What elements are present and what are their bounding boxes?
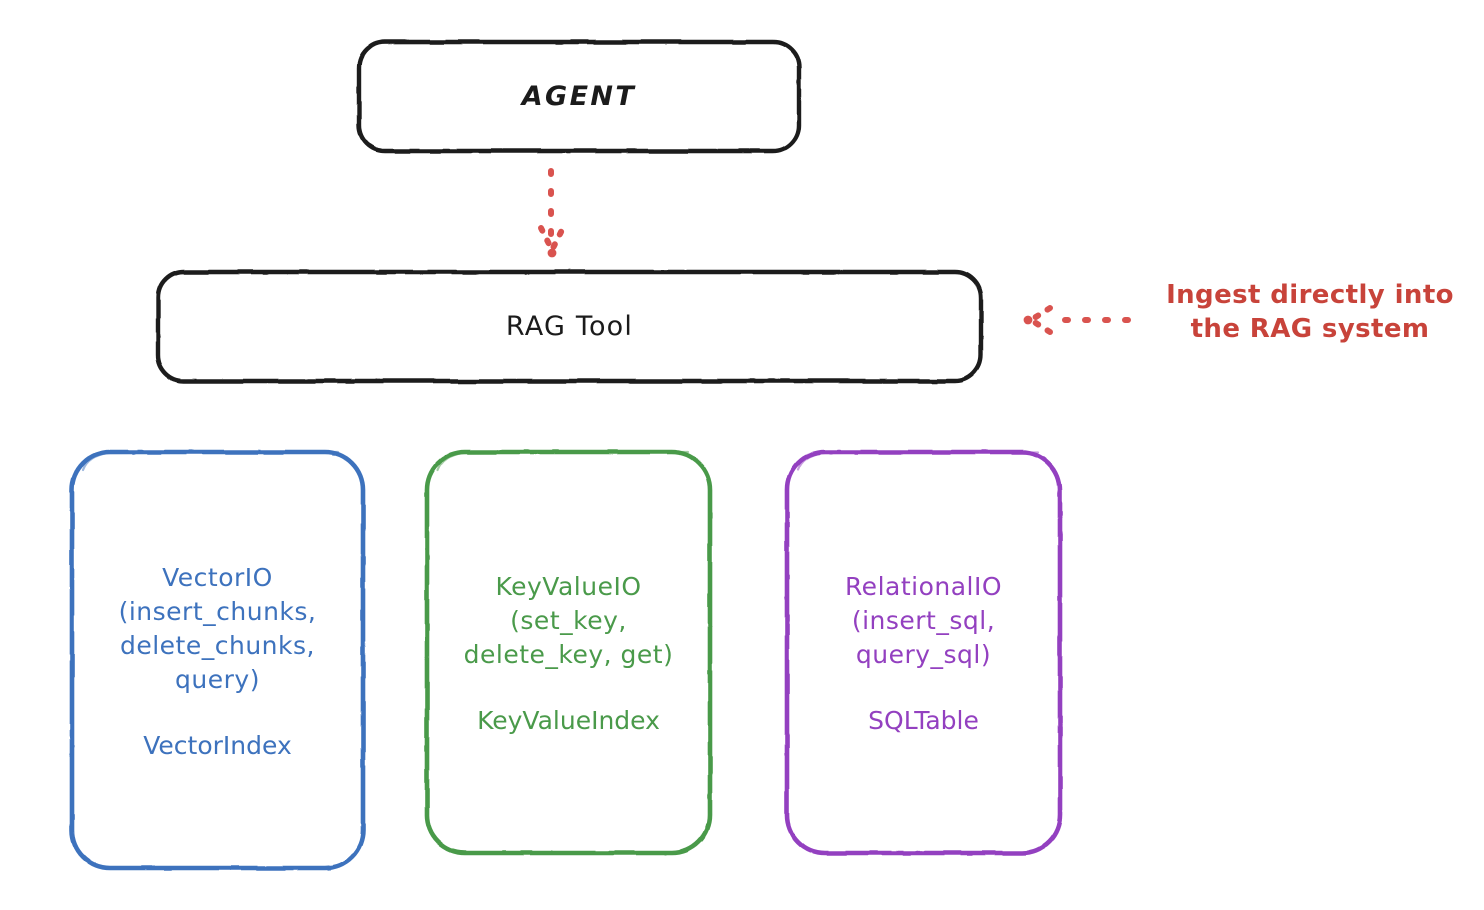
- agent-node[interactable]: AGENT: [358, 41, 800, 152]
- rag-tool-box-outline: [155, 269, 984, 384]
- vector-io-node[interactable]: VectorIO (insert_chunks, delete_chunks, …: [70, 450, 365, 870]
- vector-io-label: VectorIO (insert_chunks, delete_chunks, …: [118, 562, 317, 694]
- agent-label: AGENT: [521, 80, 637, 112]
- rag-tool-label: RAG Tool: [505, 310, 634, 342]
- rag-tool-node[interactable]: RAG Tool: [157, 271, 982, 382]
- key-value-io-label: KeyValueIO (set_key, delete_key, get): [463, 572, 674, 669]
- ingest-annotation-text: Ingest directly into the RAG system: [1166, 280, 1454, 345]
- key-value-io-box-outline: [424, 449, 713, 856]
- relational-io-node[interactable]: RelationalIO (insert_sql, query_sql) SQL…: [785, 450, 1062, 855]
- relational-io-label: RelationalIO (insert_sql, query_sql): [844, 572, 1003, 669]
- agent-to-rag-tool-arrow: [538, 168, 566, 258]
- relational-io-box-outline: [784, 449, 1063, 856]
- ingest-arrow: [1023, 305, 1131, 335]
- sql-table-label: SQLTable: [868, 706, 979, 735]
- vector-io-box-outline: [69, 449, 366, 871]
- agent-box-outline: [356, 39, 802, 154]
- vector-index-label: VectorIndex: [143, 730, 292, 760]
- key-value-io-node[interactable]: KeyValueIO (set_key, delete_key, get) Ke…: [425, 450, 712, 855]
- key-value-index-label: KeyValueIndex: [477, 706, 660, 735]
